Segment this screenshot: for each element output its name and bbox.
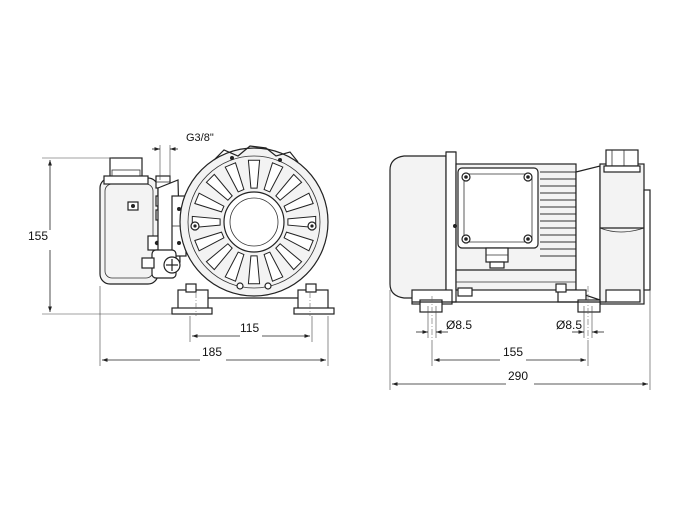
- fin: [247, 159, 261, 189]
- front-view: G3/8": [28, 132, 335, 366]
- thread-port-dimension: G3/8": [152, 132, 214, 180]
- overall-width-dimension: 185: [99, 286, 329, 366]
- fin: [263, 251, 284, 282]
- side-view: Ø8.5 Ø8.5 155 290: [389, 149, 651, 390]
- fin: [194, 231, 225, 252]
- fin: [263, 162, 284, 193]
- mount-length-label: 155: [503, 345, 523, 359]
- hole-dimensions: Ø8.5 Ø8.5: [416, 306, 604, 338]
- cooling-fins: [191, 159, 317, 285]
- side-motor-end-cap: [389, 151, 457, 305]
- mount-length-dimension: 155: [431, 340, 589, 366]
- fin: [283, 231, 314, 252]
- side-base-feet: [412, 283, 606, 340]
- mount-width-label: 115: [240, 321, 259, 335]
- front-motor-fan-cover: [179, 145, 329, 297]
- side-cooling-fins: [540, 171, 576, 257]
- height-dimension: 155: [28, 157, 172, 315]
- front-valve-knob: [141, 249, 181, 279]
- fin: [205, 173, 233, 201]
- overall-width-label: 185: [202, 345, 222, 359]
- hole-right-label: Ø8.5: [556, 318, 582, 332]
- hole-left-label: Ø8.5: [446, 318, 472, 332]
- fin: [247, 255, 261, 285]
- front-left-housing: [99, 157, 187, 285]
- overall-length-label: 290: [508, 369, 528, 383]
- fin: [194, 192, 225, 213]
- overall-length-dimension: 290: [389, 290, 651, 390]
- fin: [205, 243, 233, 271]
- side-pump-head: [575, 149, 651, 305]
- mount-width-dimension: 115: [189, 316, 313, 342]
- fin: [224, 251, 245, 282]
- fin: [224, 162, 245, 193]
- height-label: 155: [28, 229, 48, 243]
- fin: [283, 192, 314, 213]
- side-motor-body: [453, 163, 577, 291]
- fin: [275, 243, 303, 271]
- thread-label: G3/8": [186, 132, 214, 144]
- fin: [275, 173, 303, 201]
- front-mounting-feet: [171, 283, 335, 316]
